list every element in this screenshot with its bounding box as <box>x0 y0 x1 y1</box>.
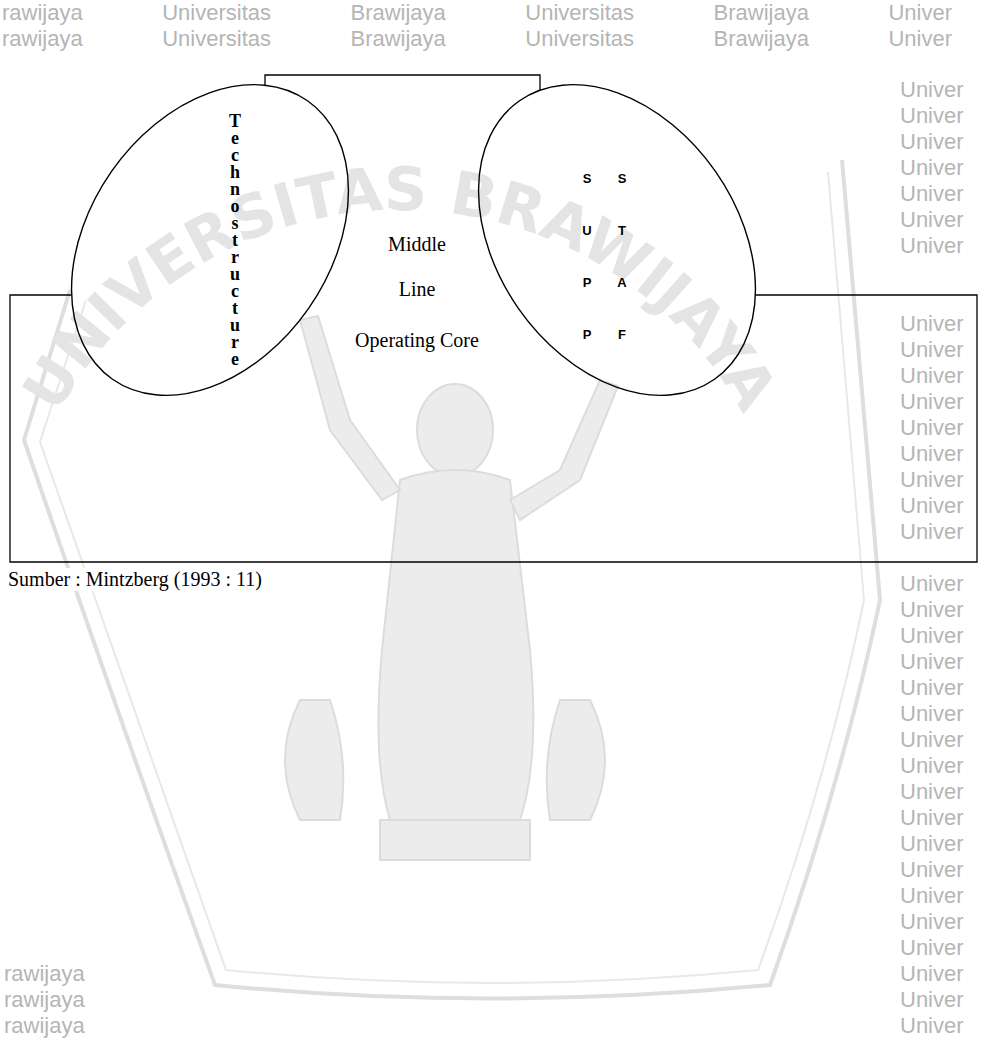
column-letter: S <box>617 153 626 205</box>
watermark-text: Univer <box>900 493 964 519</box>
column-letter: o <box>229 198 241 215</box>
watermark-text: Univer <box>900 623 964 649</box>
watermark-text: Univer <box>900 649 964 675</box>
column-letter: c <box>229 283 241 300</box>
column-letter: n <box>229 181 241 198</box>
column-letter: e <box>229 351 241 368</box>
watermark-text: Univer <box>900 753 964 779</box>
column-letter: T <box>229 113 241 130</box>
watermark-text: Univer <box>900 831 964 857</box>
watermark-text: Univer <box>900 909 964 935</box>
watermark-text: Univer <box>900 441 964 467</box>
watermark-text: Univer <box>900 155 964 181</box>
watermark-text: rawijaya <box>4 961 85 987</box>
column-letter: e <box>229 130 241 147</box>
column-letter: F <box>617 309 626 361</box>
watermark-text: Univer <box>900 389 964 415</box>
connector-line <box>10 295 977 562</box>
watermark-text: rawijaya <box>4 1013 85 1039</box>
ellipse-outline <box>68 82 352 398</box>
watermark-text: Univer <box>900 311 964 337</box>
column-letter: h <box>229 164 241 181</box>
column-letter: T <box>617 205 626 257</box>
ellipse-node: SUPPSTAF <box>475 82 759 398</box>
ellipse-shape <box>68 82 352 398</box>
watermark-text: Univer <box>900 77 964 103</box>
column-letter: P <box>582 257 591 309</box>
watermark-text: Univer <box>900 857 964 883</box>
caption: Sumber : Mintzberg (1993 : 11) <box>8 568 262 591</box>
watermark-text: Univer <box>900 129 964 155</box>
column-letter: s <box>229 215 241 232</box>
watermark-text: Univer <box>900 233 964 259</box>
structure-label: Operating Core <box>355 328 479 352</box>
ellipse-outline <box>475 82 759 398</box>
column-letter: r <box>229 249 241 266</box>
column-letter: t <box>229 232 241 249</box>
watermark-text: Univer <box>900 779 964 805</box>
column-letter: c <box>229 147 241 164</box>
watermark-text: Univer <box>900 519 964 545</box>
logo-arc-text-path: UNIVERSITAS BRAWIJAYA <box>9 154 792 422</box>
ellipse-node: Technostructure <box>68 82 352 398</box>
watermark-text: Univer <box>900 597 964 623</box>
watermark-text: Univer <box>900 701 964 727</box>
vertical-label: Technostructure <box>229 113 241 368</box>
watermark-text: Univer <box>900 883 964 909</box>
watermark-text: Univer <box>900 987 964 1013</box>
watermark-text: Univer <box>900 727 964 753</box>
watermark-text: Univer <box>900 103 964 129</box>
watermark-text: rawijaya <box>4 987 85 1013</box>
column-letter: P <box>582 309 591 361</box>
statue-figure <box>285 316 618 860</box>
column-letter: S <box>582 153 591 205</box>
ellipse-shape <box>475 82 759 398</box>
watermark-text: Univer <box>900 1013 964 1039</box>
logo-arc-text: UNIVERSITAS BRAWIJAYA <box>9 154 792 422</box>
column-letter: t <box>229 300 241 317</box>
vertical-label: STAF <box>617 153 626 361</box>
watermark-text: Univer <box>900 935 964 961</box>
watermark-text: Univer <box>900 415 964 441</box>
watermark-text: rawijaya Universitas Brawijaya Universit… <box>2 26 952 52</box>
watermark-text: Univer <box>900 207 964 233</box>
structure-label: Middle Line <box>388 222 446 312</box>
watermark-text: Univer <box>900 805 964 831</box>
watermark-text: Univer <box>900 363 964 389</box>
watermark-text: Univer <box>900 571 964 597</box>
column-letter: u <box>229 266 241 283</box>
connector-line <box>265 75 540 90</box>
watermark-text: rawijaya Universitas Brawijaya Universit… <box>2 0 952 26</box>
column-letter: u <box>229 317 241 334</box>
column-letter: U <box>582 205 591 257</box>
column-letter: r <box>229 334 241 351</box>
watermark-text: Univer <box>900 467 964 493</box>
column-letter: A <box>617 257 626 309</box>
watermark-text: Univer <box>900 337 964 363</box>
watermark-text: Univer <box>900 181 964 207</box>
watermark-text: Univer <box>900 961 964 987</box>
vertical-label: SUPP <box>582 153 591 361</box>
watermark-text: Univer <box>900 675 964 701</box>
